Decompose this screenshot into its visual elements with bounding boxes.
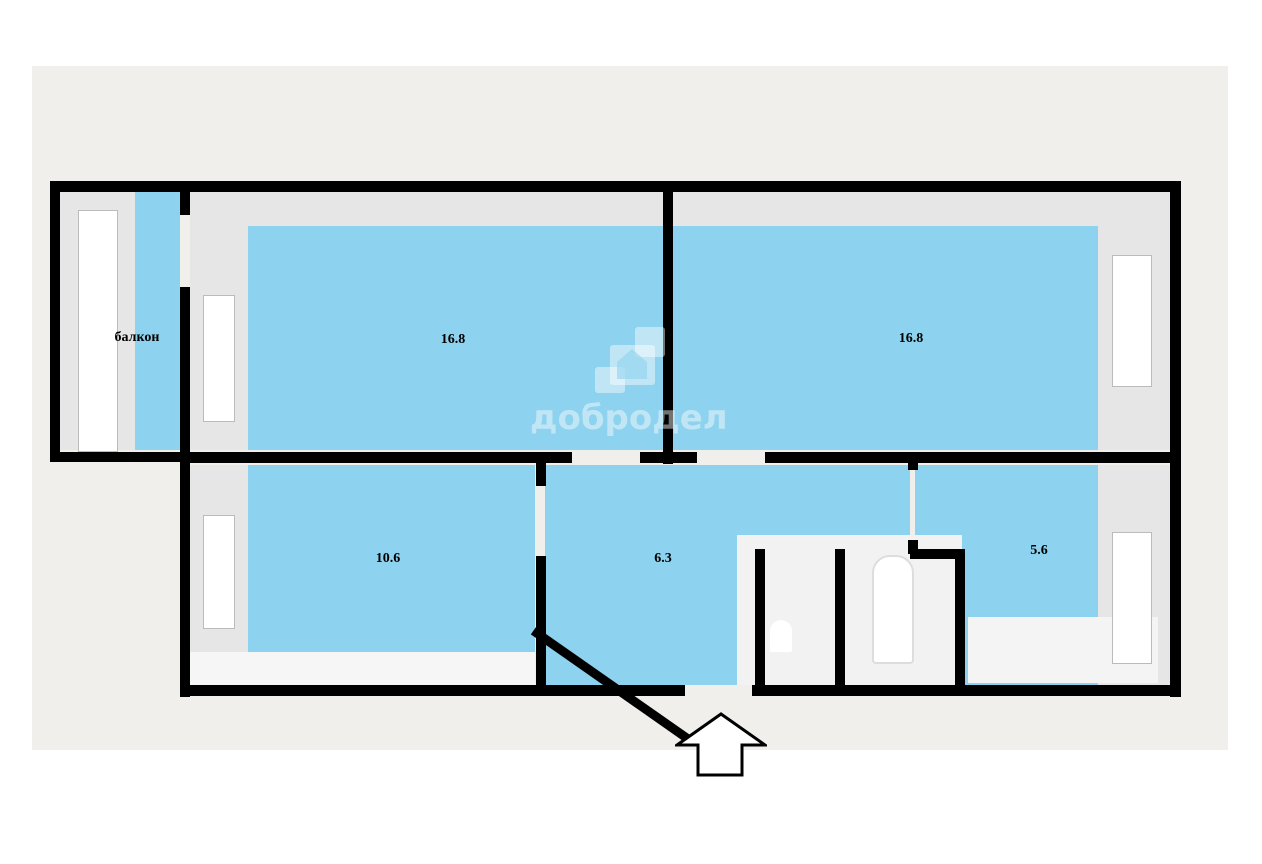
balcony-window (78, 210, 118, 452)
wall-middle (180, 452, 572, 463)
balcony-label: балкон (114, 330, 160, 345)
wall-balcony-divider (180, 181, 190, 215)
wall-bath (910, 549, 965, 559)
wall-bath (835, 549, 845, 689)
wall-left (180, 287, 190, 697)
wall-bath (955, 549, 965, 689)
window (203, 515, 235, 629)
room-top-right-floor (673, 192, 1170, 450)
wall-partition (536, 460, 546, 486)
room-wall-band (673, 192, 1170, 226)
room-area-label: 16.8 (440, 332, 466, 347)
wall-middle (765, 452, 1181, 463)
entrance-arrow-icon (672, 712, 770, 783)
wall-bottom (180, 685, 685, 696)
room-wall-band (190, 652, 535, 685)
window (203, 295, 235, 422)
room-top-left-floor (190, 192, 663, 450)
wall-left-balcony (50, 181, 60, 462)
wall-mid-top (663, 181, 673, 464)
wall-right (1170, 181, 1181, 697)
kitchen-area-label: 5.6 (1030, 543, 1048, 558)
wall-bath (908, 460, 918, 470)
wall-bath (908, 540, 918, 554)
watermark-logo-icon (595, 327, 667, 393)
toilet-icon (770, 620, 792, 652)
hall-area-label: 6.3 (654, 551, 672, 566)
wall-middle (640, 452, 697, 463)
wall-bath (755, 549, 765, 689)
wall-balcony-bottom (50, 452, 185, 462)
room-area-label: 10.6 (375, 551, 401, 566)
wall-top (50, 181, 1181, 192)
watermark-text: добродел (530, 398, 728, 438)
bathtub-icon (872, 555, 914, 664)
wall-partition (536, 556, 546, 691)
wall-bottom (752, 685, 1181, 696)
window (1112, 532, 1152, 664)
window (1112, 255, 1152, 387)
room-area-label: 16.8 (898, 331, 924, 346)
bathroom-block (737, 535, 962, 685)
room-wall-band (190, 192, 663, 226)
